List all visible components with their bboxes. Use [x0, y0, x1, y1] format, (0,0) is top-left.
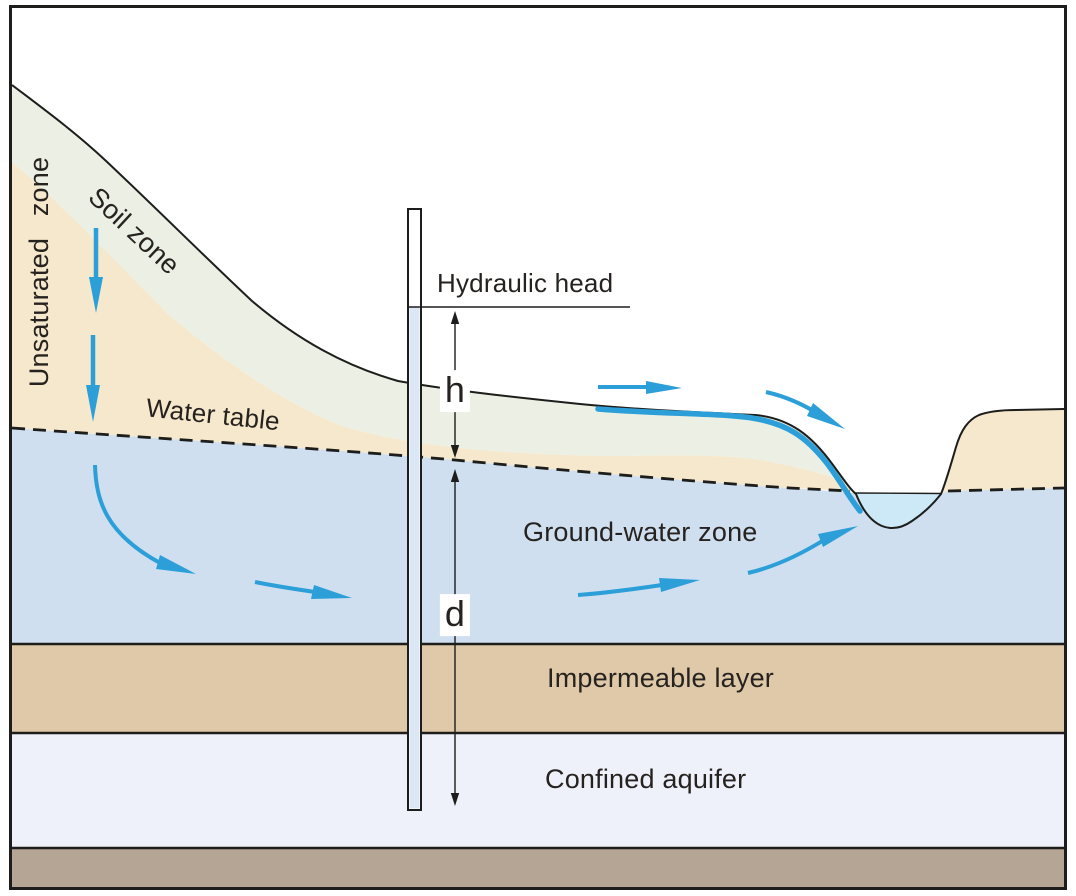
stream-surface-line [853, 492, 943, 495]
unsaturated-zone-right-fill [941, 409, 1064, 494]
diagram-border [9, 5, 1067, 890]
well-depth-symbol: d [439, 594, 471, 636]
groundwater-zone-fill [12, 428, 1064, 644]
groundwater-flow-arrow-icon [577, 578, 700, 597]
recharge-arrow-icon [86, 335, 100, 422]
groundwater-flow-arrow-icon [747, 526, 858, 575]
impermeable-layer-fill [12, 644, 1064, 733]
recharge-arrow-icon [89, 228, 103, 313]
groundwater-flow-arrow-icon [254, 580, 352, 599]
hydraulic-head-label: Hydraulic head [437, 268, 614, 298]
well-pipe [407, 208, 422, 811]
confined-aquifer-fill [12, 733, 1064, 848]
water-table-dashed-line [12, 426, 851, 493]
surface-flow-arrow-icon [598, 381, 682, 394]
water-table-dashed-line-right [947, 486, 1064, 493]
unsaturated-zone-fill [12, 162, 852, 491]
bedrock-band-fill [12, 848, 1064, 888]
well-water-column [409, 307, 420, 809]
flow-arrows [86, 228, 863, 599]
head-height-symbol: h [439, 370, 471, 412]
stream-water [856, 493, 941, 529]
land-surface-line [12, 84, 1064, 530]
impermeable-layer-label: Impermeable layer [547, 663, 774, 693]
measurement-arrow-d [450, 469, 460, 806]
surface-flow-arrow-icon [765, 390, 845, 429]
unsaturated-zone-label: Unsaturated zone [23, 156, 54, 388]
soil-zone-band-fill [12, 85, 856, 494]
confined-aquifer-label: Confined aquifer [545, 764, 747, 794]
overland-flow-line [595, 406, 863, 514]
groundwater-flow-arrow-icon [93, 464, 196, 574]
groundwater-zone-label: Ground-water zone [523, 517, 758, 547]
